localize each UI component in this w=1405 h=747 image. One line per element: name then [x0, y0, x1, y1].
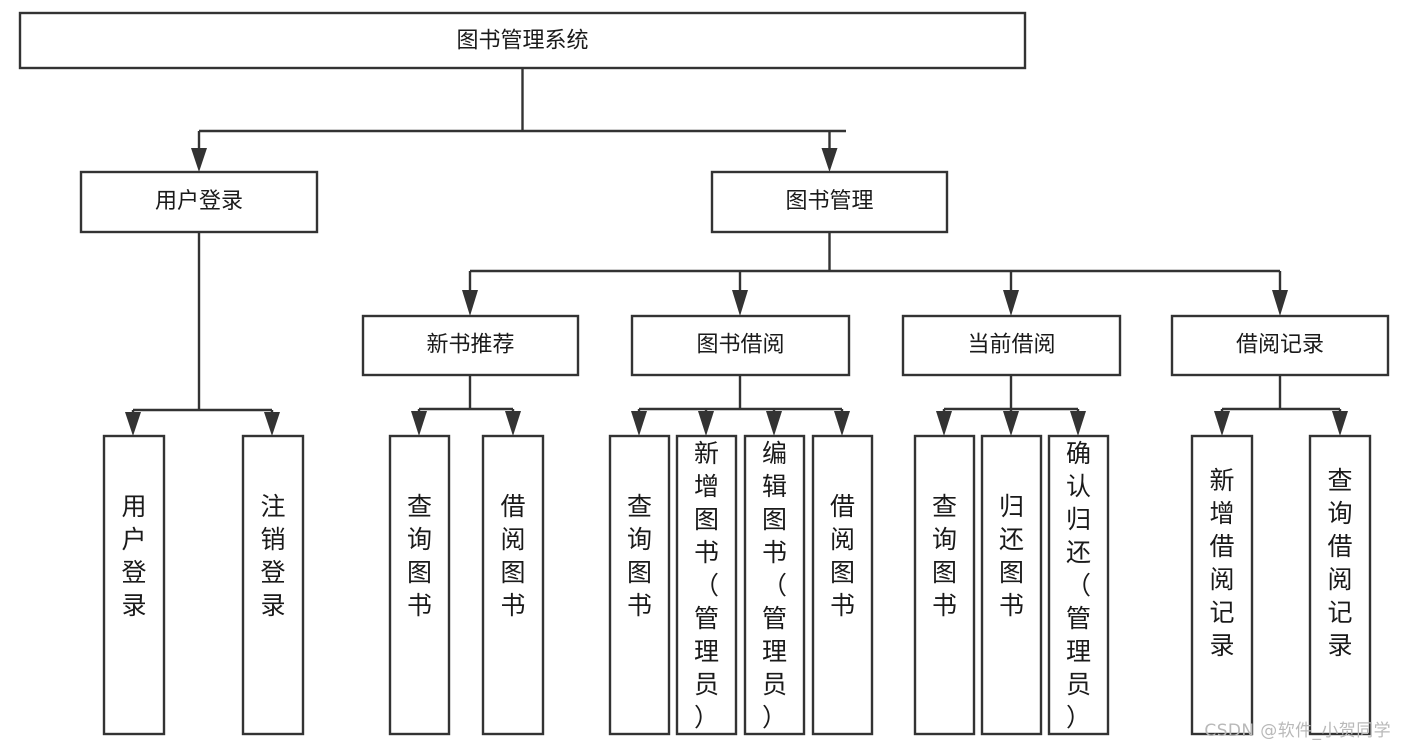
arrow-to-leaf-query-book-3 — [936, 411, 952, 436]
arrow-to-current-borrow — [1003, 290, 1019, 316]
leaf-user-login-label: 用户登录 — [121, 492, 146, 620]
node-new-book-recommend[interactable]: 新书推荐 — [361, 314, 580, 377]
node-current-borrow[interactable]: 当前借阅 — [901, 314, 1122, 377]
leaf-edit-book-box[interactable] — [743, 434, 806, 736]
node-borrow-record-box[interactable] — [1170, 314, 1390, 377]
node-new-book-recommend-box[interactable] — [361, 314, 580, 377]
arrow-to-user-login — [191, 148, 207, 172]
arrow-to-leaf-add-borrow-record — [1214, 411, 1230, 436]
arrow-to-borrow-record — [1272, 290, 1288, 316]
arrow-to-new-book-recommend — [462, 290, 478, 316]
leaf-logout-login-label: 注销登录 — [260, 492, 285, 620]
arrow-to-leaf-logout-login — [264, 412, 280, 436]
leaf-return-book-box[interactable] — [980, 434, 1043, 736]
arrow-to-leaf-borrow-book-2 — [834, 411, 850, 436]
leaf-confirm-return-label: 确认归还（管理员） — [1066, 439, 1091, 732]
arrow-to-leaf-query-book-2 — [631, 411, 647, 436]
node-book-management-box[interactable] — [710, 170, 949, 234]
leaf-query-book-3-box[interactable] — [913, 434, 976, 736]
node-user-login-box[interactable] — [79, 170, 319, 234]
leaf-confirm-return[interactable]: 确认归还（管理员） — [1047, 434, 1110, 736]
node-user-login-label: 用户登录 — [155, 189, 243, 214]
leaf-user-login-box[interactable] — [102, 434, 166, 736]
leaf-query-book-2-label: 查询图书 — [627, 492, 652, 620]
node-book-borrow-label: 图书借阅 — [696, 333, 784, 358]
node-root-system-box[interactable] — [18, 11, 1027, 70]
leaf-query-book-3-label: 查询图书 — [932, 492, 957, 620]
leaf-query-book-1-box[interactable] — [388, 434, 451, 736]
leaf-borrow-book-2-label: 借阅图书 — [830, 492, 855, 620]
node-new-book-recommend-label: 新书推荐 — [426, 333, 514, 358]
leaf-query-borrow-record-label: 查询借阅记录 — [1327, 466, 1352, 660]
arrow-to-leaf-add-book — [698, 411, 714, 436]
node-current-borrow-label: 当前借阅 — [967, 333, 1055, 358]
arrow-to-leaf-return-book — [1003, 411, 1019, 436]
leaf-add-book-label: 新增图书（管理员） — [694, 439, 719, 732]
leaf-logout-login[interactable]: 注销登录 — [241, 434, 305, 736]
leaf-borrow-book-1-box[interactable] — [481, 434, 545, 736]
node-book-borrow-box[interactable] — [630, 314, 851, 377]
arrow-to-book-borrow — [732, 290, 748, 316]
arrow-to-leaf-query-borrow-record — [1332, 411, 1348, 436]
arrow-to-book-management — [821, 148, 838, 172]
leaf-borrow-book-1[interactable]: 借阅图书 — [481, 434, 545, 736]
leaf-borrow-book-2-box[interactable] — [811, 434, 874, 736]
arrow-to-leaf-borrow-book-1 — [505, 411, 521, 436]
connector-group — [125, 68, 1348, 436]
leaf-query-borrow-record-box[interactable] — [1308, 434, 1372, 736]
arrow-to-leaf-user-login — [125, 412, 141, 436]
leaf-query-book-3[interactable]: 查询图书 — [913, 434, 976, 736]
leaf-logout-login-box[interactable] — [241, 434, 305, 736]
node-book-management-label: 图书管理 — [785, 189, 873, 214]
node-current-borrow-box[interactable] — [901, 314, 1122, 377]
leaf-add-borrow-record[interactable]: 新增借阅记录 — [1190, 434, 1254, 736]
leaf-add-borrow-record-box[interactable] — [1190, 434, 1254, 736]
leaf-confirm-return-box[interactable] — [1047, 434, 1110, 736]
leaf-query-book-2[interactable]: 查询图书 — [608, 434, 671, 736]
leaf-query-borrow-record[interactable]: 查询借阅记录 — [1308, 434, 1372, 736]
arrow-to-leaf-edit-book — [766, 411, 782, 436]
leaf-edit-book-label: 编辑图书（管理员） — [762, 439, 787, 732]
csdn-watermark: CSDN @软件_小贺同学 — [1204, 721, 1391, 741]
node-root-system[interactable]: 图书管理系统 — [18, 11, 1027, 70]
arrow-to-leaf-confirm-return — [1070, 411, 1086, 436]
node-book-borrow[interactable]: 图书借阅 — [630, 314, 851, 377]
leaf-return-book-label: 归还图书 — [999, 492, 1024, 620]
leaf-edit-book[interactable]: 编辑图书（管理员） — [743, 434, 806, 736]
node-book-management[interactable]: 图书管理 — [710, 170, 949, 234]
arrow-to-leaf-query-book-1 — [411, 411, 427, 436]
leaf-user-login[interactable]: 用户登录 — [102, 434, 166, 736]
node-user-login[interactable]: 用户登录 — [79, 170, 319, 234]
leaf-query-book-1[interactable]: 查询图书 — [388, 434, 451, 736]
node-borrow-record-label: 借阅记录 — [1236, 333, 1324, 358]
leaf-return-book[interactable]: 归还图书 — [980, 434, 1043, 736]
leaf-add-book[interactable]: 新增图书（管理员） — [675, 434, 738, 736]
node-root-system-label: 图书管理系统 — [456, 29, 588, 54]
leaf-add-borrow-record-label: 新增借阅记录 — [1209, 466, 1234, 660]
leaf-query-book-1-label: 查询图书 — [407, 492, 432, 620]
node-borrow-record[interactable]: 借阅记录 — [1170, 314, 1390, 377]
leaf-query-book-2-box[interactable] — [608, 434, 671, 736]
leaf-borrow-book-2[interactable]: 借阅图书 — [811, 434, 874, 736]
leaf-add-book-box[interactable] — [675, 434, 738, 736]
leaf-borrow-book-1-label: 借阅图书 — [500, 492, 525, 620]
